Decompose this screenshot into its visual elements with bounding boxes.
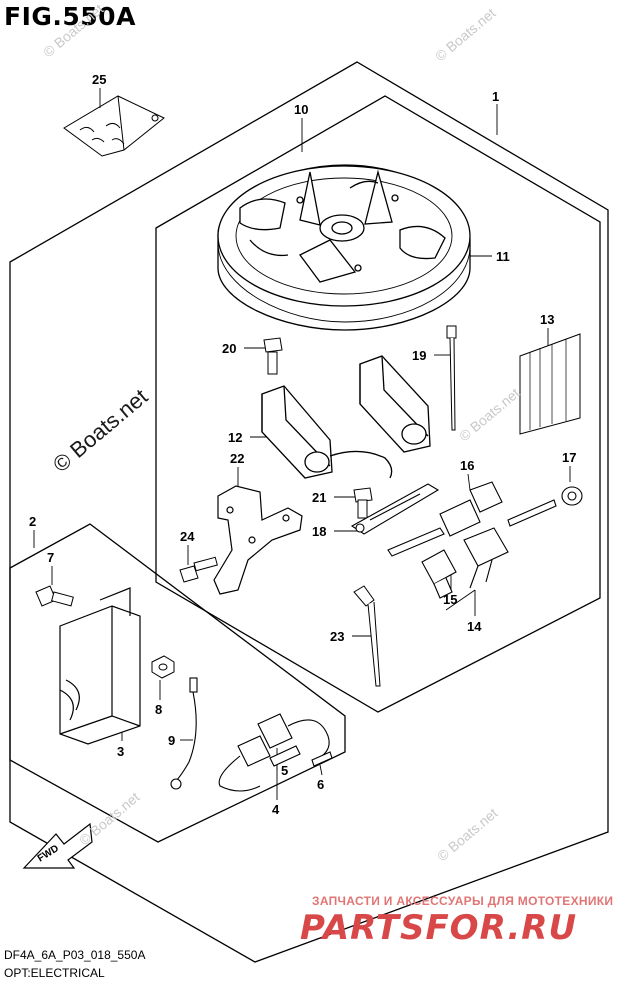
callout-5: 5 <box>281 763 288 778</box>
fwd-arrow <box>22 822 93 869</box>
assembly-frame-inner <box>155 95 601 713</box>
grommet <box>561 486 583 506</box>
cable-tie-23 <box>353 585 381 687</box>
figure-title: FIG.550A <box>4 2 136 31</box>
ground-lead <box>170 677 198 790</box>
label-sheet <box>519 333 581 435</box>
bolt-7 <box>35 585 74 607</box>
callout-11: 11 <box>496 249 510 264</box>
bolt-21 <box>353 487 373 519</box>
assembly-frame-outer <box>9 61 609 963</box>
bolt-24 <box>179 556 218 583</box>
callout-14: 14 <box>467 619 482 634</box>
cable-tie-long <box>446 325 457 431</box>
drawing-code: DF4A_6A_P03_018_550A <box>4 948 146 962</box>
fuse-holder <box>218 713 333 792</box>
charging-coils <box>261 355 431 479</box>
callout-18: 18 <box>312 524 326 539</box>
callout-12: 12 <box>228 430 242 445</box>
callout-24: 24 <box>180 529 195 544</box>
callout-16: 16 <box>460 458 474 473</box>
ad-tagline: ЗАПЧАСТИ И АКСЕССУАРЫ ДЛЯ МОТОТЕХНИКИ <box>312 894 614 908</box>
callout-1: 1 <box>492 89 499 104</box>
callout-15: 15 <box>443 592 457 607</box>
callout-2: 2 <box>29 514 36 529</box>
callout-9: 9 <box>168 733 175 748</box>
ad-logo[interactable]: PARTSFOR.RU <box>300 908 578 948</box>
flywheel-rotor <box>217 164 471 331</box>
coil-bracket <box>213 485 303 595</box>
hardware-bag <box>63 95 165 157</box>
callout-17: 17 <box>562 450 576 465</box>
callout-23: 23 <box>330 629 344 644</box>
assembly-frame-sub <box>9 523 346 843</box>
callout-21: 21 <box>312 490 326 505</box>
callout-13: 13 <box>540 312 554 327</box>
connector-14 <box>421 499 557 599</box>
callout-10: 10 <box>294 102 308 117</box>
callout-6: 6 <box>317 777 324 792</box>
diagram-subtitle: OPT:ELECTRICAL <box>4 966 105 980</box>
callout-7: 7 <box>47 550 54 565</box>
callout-8: 8 <box>155 702 162 717</box>
callout-22: 22 <box>230 451 244 466</box>
connector-16 <box>387 481 503 557</box>
callout-3: 3 <box>117 744 124 759</box>
wiring-clamp <box>350 483 440 535</box>
rectifier-regulator <box>59 587 141 745</box>
bolt-20 <box>263 337 283 375</box>
callout-19: 19 <box>412 348 426 363</box>
callout-25: 25 <box>92 72 106 87</box>
callout-4: 4 <box>272 802 280 817</box>
callout-20: 20 <box>222 341 236 356</box>
nut-8 <box>151 655 175 679</box>
